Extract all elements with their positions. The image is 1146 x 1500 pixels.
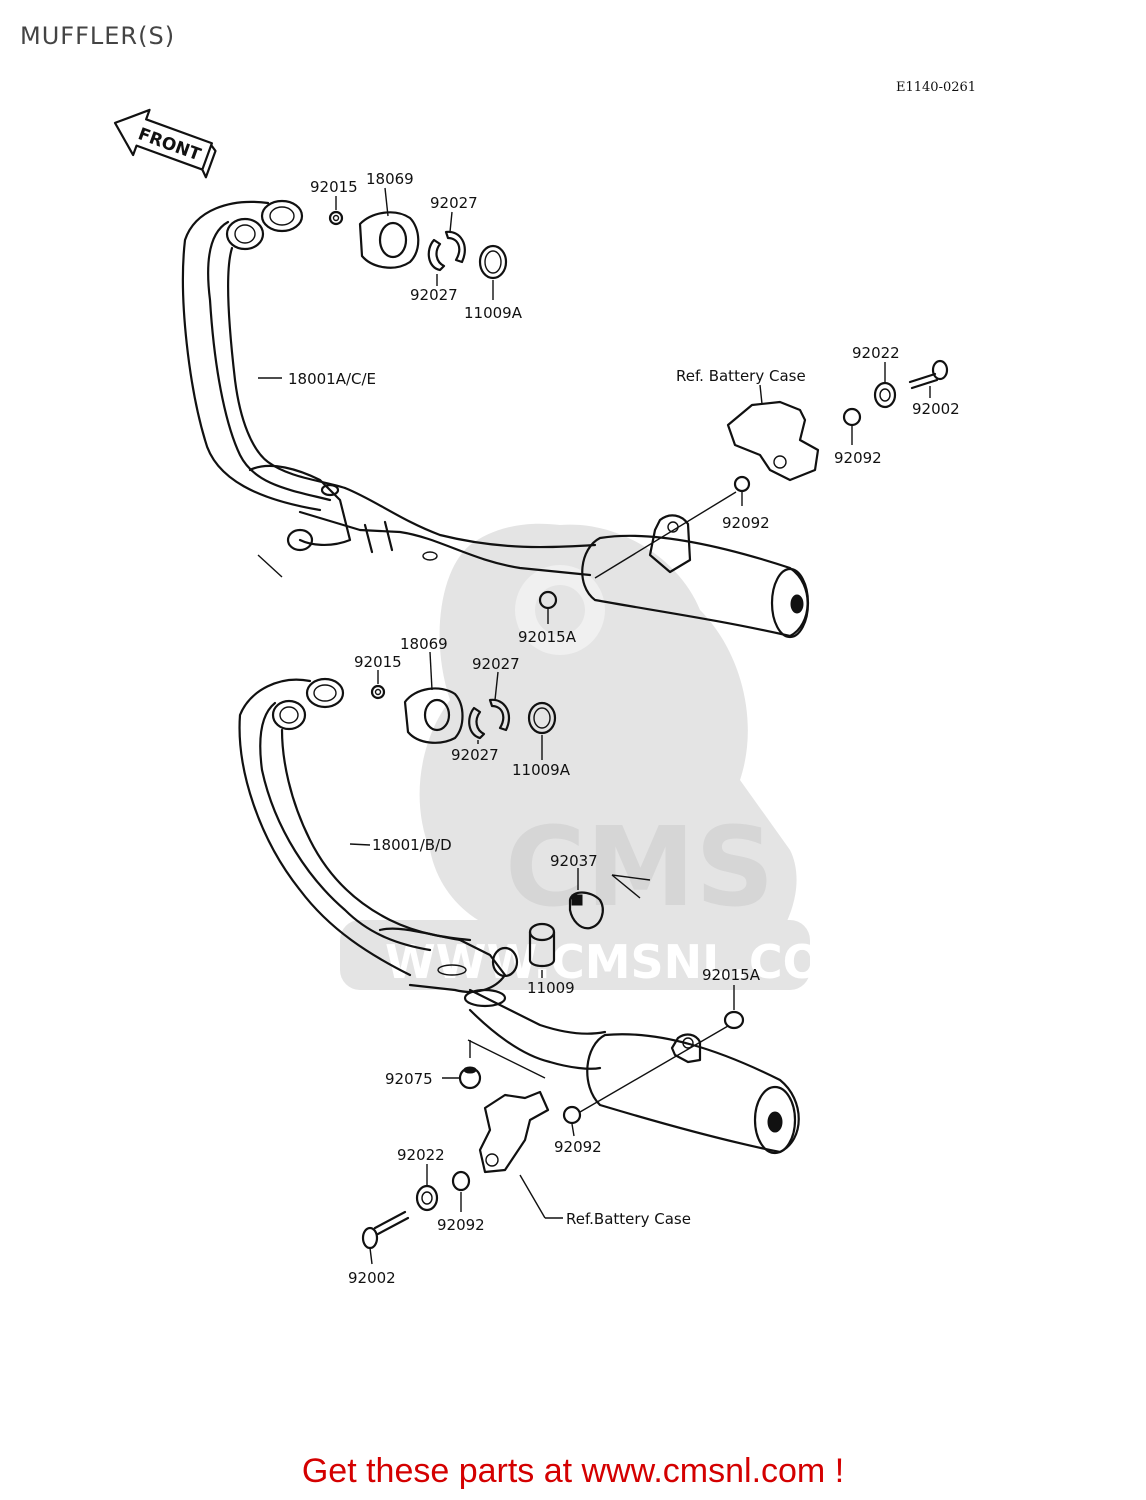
lower-label-11009A: 11009A	[512, 761, 571, 779]
front-arrow-icon: FRONT	[113, 108, 217, 179]
upper-label-92015A: 92015A	[518, 628, 577, 646]
upper-muffler	[581, 514, 810, 639]
lower-label-92022: 92022	[397, 1146, 445, 1164]
upper-label-ref-battery-case: Ref. Battery Case	[676, 367, 806, 385]
upper-leader-lines	[258, 187, 931, 624]
upper-label-92092b: 92092	[722, 514, 770, 532]
upper-label-92002: 92002	[912, 400, 960, 418]
lower-part-92015	[370, 684, 386, 700]
lower-part-11009-sleeve	[528, 922, 556, 968]
upper-part-11009A-gasket	[478, 244, 508, 280]
front-label: FRONT	[135, 124, 203, 165]
page-title: MUFFLER(S)	[20, 22, 176, 50]
upper-exhaust-pipe	[181, 199, 597, 578]
lower-muffler	[586, 1033, 800, 1155]
lower-battery-bracket	[478, 1090, 550, 1174]
lower-part-92027-collet	[468, 698, 511, 740]
lower-part-92015A	[723, 1010, 745, 1030]
lower-part-92075-damper	[458, 1066, 482, 1090]
lower-label-11009: 11009	[527, 979, 575, 997]
upper-label-18001: 18001A/C/E	[288, 370, 376, 388]
upper-label-11009A: 11009A	[464, 304, 523, 322]
lower-label-92092b: 92092	[437, 1216, 485, 1234]
lower-part-92022	[415, 1184, 439, 1212]
lower-part-18069-flange	[403, 687, 464, 744]
lower-label-18069: 18069	[400, 635, 448, 653]
upper-part-18069-flange	[358, 211, 420, 269]
upper-part-92022	[873, 381, 897, 409]
lower-label-18001: 18001/B/D	[372, 836, 452, 854]
upper-part-92015	[328, 210, 344, 226]
lower-label-92027a: 92027	[472, 655, 520, 673]
lower-part-92002-bolt	[361, 1210, 410, 1250]
upper-label-92092a: 92092	[834, 449, 882, 467]
lower-label-92075: 92075	[385, 1070, 433, 1088]
footer-link[interactable]: Get these parts at www.cmsnl.com !	[301, 1452, 845, 1490]
lower-label-92002: 92002	[348, 1269, 396, 1287]
lower-label-ref-battery-case: Ref.Battery Case	[566, 1210, 691, 1228]
upper-battery-bracket	[726, 400, 820, 482]
watermark-url: WWW.CMSNL.COM	[385, 935, 868, 989]
upper-label-92015: 92015	[310, 178, 358, 196]
upper-label-92027a: 92027	[430, 194, 478, 212]
diagram-code: E1140-0261	[896, 80, 977, 95]
lower-label-92015A: 92015A	[702, 966, 761, 984]
upper-label-92027b: 92027	[410, 286, 458, 304]
watermark: CMS WWW.CMSNL.COM	[340, 523, 868, 990]
lower-label-92015: 92015	[354, 653, 402, 671]
lower-exhaust-pipe	[238, 677, 651, 1079]
exploded-parts-diagram: CMS WWW.CMSNL.COM FRONT	[113, 108, 960, 1287]
lower-label-92027b: 92027	[451, 746, 499, 764]
upper-label-18069: 18069	[366, 170, 414, 188]
lower-label-92037: 92037	[550, 852, 598, 870]
upper-label-92022: 92022	[852, 344, 900, 362]
lower-part-11009A-gasket	[527, 701, 557, 735]
watermark-logo: CMS	[505, 803, 774, 931]
upper-part-92027-collet	[427, 230, 466, 272]
lower-leader-lines	[349, 651, 735, 1265]
upper-part-92002-bolt	[908, 359, 949, 390]
lower-part-92092-grommet	[451, 1105, 582, 1192]
lower-label-92092a: 92092	[554, 1138, 602, 1156]
lower-part-92037-clamp	[568, 891, 604, 930]
